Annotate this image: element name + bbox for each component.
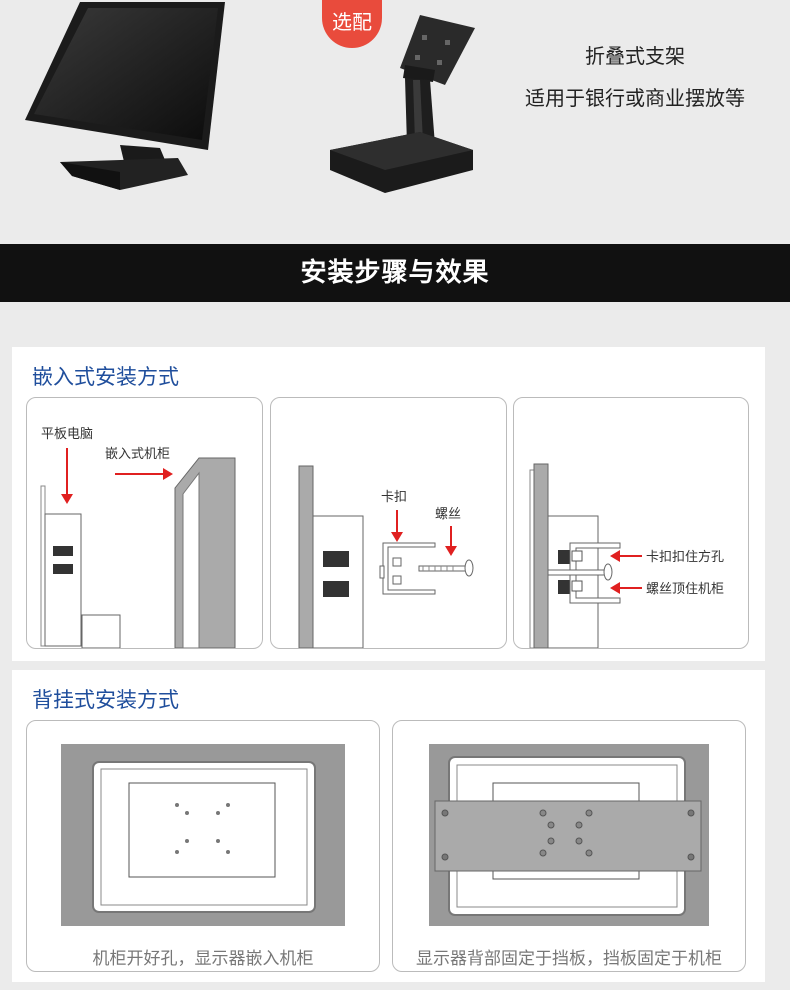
folding-stand-image xyxy=(330,15,475,193)
embedded-step1-panel: 平板电脑 嵌入式机柜 xyxy=(26,397,263,649)
product-area: 选配 折叠式支架 适用于银行或商业摆放等 xyxy=(0,0,790,244)
embedded-install-title: 嵌入式安装方式 xyxy=(32,365,179,389)
label-tablet: 平板电脑 xyxy=(41,427,93,442)
section-banner: 安装步骤与效果 xyxy=(0,244,790,302)
embedded-step2-panel: 卡扣 螺丝 xyxy=(270,397,507,649)
backhang-step2-panel: 显示器背部固定于挡板，挡板固定于机柜 xyxy=(392,720,746,972)
embedded-install-section: 嵌入式安装方式 平板电脑 嵌入式机柜 卡扣 螺丝 xyxy=(12,347,765,661)
backhang-step1-panel: 机柜开好孔，显示器嵌入机柜 xyxy=(26,720,380,972)
caption-backhang-step2: 显示器背部固定于挡板，挡板固定于机柜 xyxy=(416,949,722,969)
label-screw-cabinet: 螺丝顶住机柜 xyxy=(646,582,724,597)
embedded-step3-panel: 卡扣扣住方孔 螺丝顶住机柜 xyxy=(513,397,749,649)
caption-backhang-step1: 机柜开好孔，显示器嵌入机柜 xyxy=(92,949,314,969)
stand-title: 折叠式支架 xyxy=(585,44,685,68)
backhang-install-title: 背挂式安装方式 xyxy=(32,688,179,712)
label-clip-hole: 卡扣扣住方孔 xyxy=(646,549,724,565)
optional-badge: 选配 xyxy=(322,0,382,48)
backhang-install-section: 背挂式安装方式 机柜开好孔，显示器嵌入机柜 xyxy=(12,670,765,982)
label-clip: 卡扣 xyxy=(381,490,407,505)
label-embed-cabinet: 嵌入式机柜 xyxy=(105,447,170,462)
monitor-image xyxy=(25,2,225,190)
label-screw: 螺丝 xyxy=(435,507,461,522)
stand-usage: 适用于银行或商业摆放等 xyxy=(525,86,745,110)
